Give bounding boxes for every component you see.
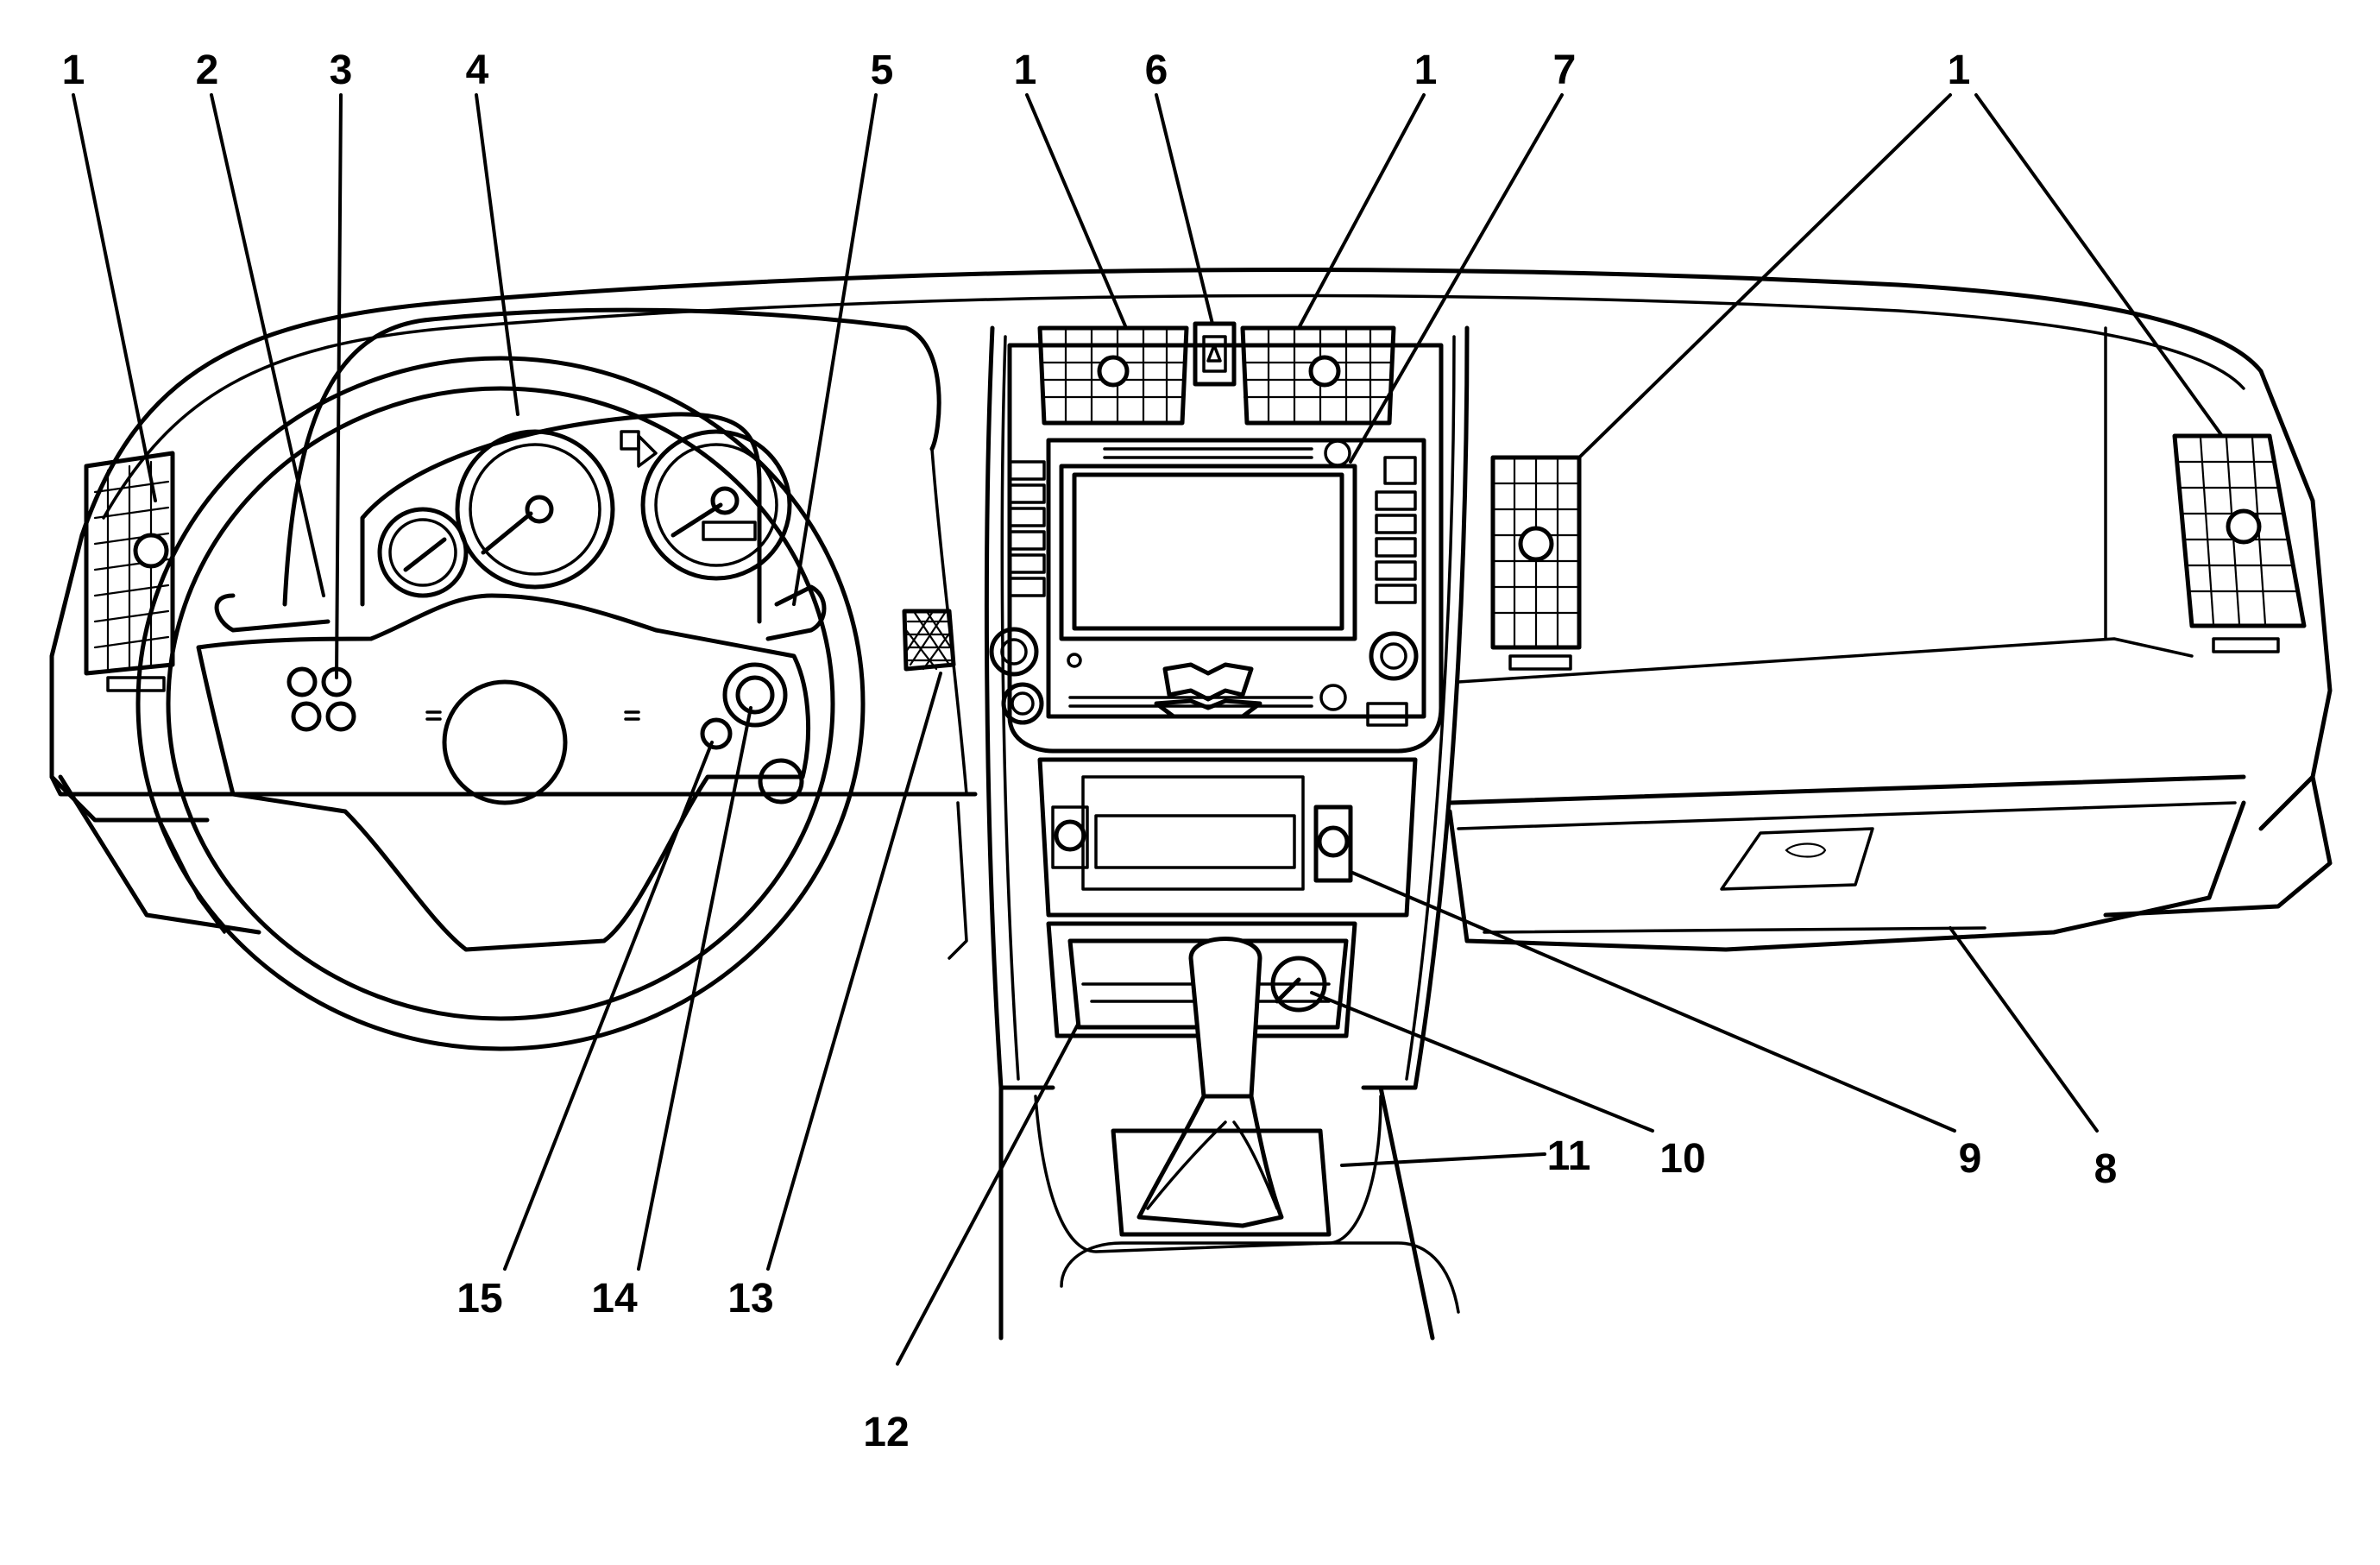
center-stack <box>984 325 1470 1090</box>
traction-control-switch <box>902 609 956 672</box>
shift-lever <box>1136 937 1284 1228</box>
callout-1: 1 <box>62 47 85 93</box>
callout-1: 1 <box>1014 47 1037 93</box>
callout-4: 4 <box>466 47 489 93</box>
callout-5: 5 <box>871 47 894 93</box>
callout-11: 11 <box>1547 1133 1591 1179</box>
callout-1: 1 <box>1414 47 1438 93</box>
radio-right-buttons <box>1369 490 1419 681</box>
air-vent-center-right <box>1240 325 1396 426</box>
air-vent-right-center <box>1490 455 1582 671</box>
radio-left-buttons <box>989 460 1046 725</box>
callout-7: 7 <box>1553 47 1577 93</box>
callout-10: 10 <box>1659 1136 1705 1182</box>
air-vent-right-outer <box>2172 433 2307 653</box>
callout-15: 15 <box>456 1276 502 1322</box>
steering-wheel <box>135 356 866 1051</box>
callout-labels: 1 2 3 4 5 1 6 1 7 1 8 9 10 11 12 13 14 1… <box>62 47 2118 1455</box>
dashboard-outline <box>49 268 2333 960</box>
callout-6: 6 <box>1145 47 1168 93</box>
callout-1: 1 <box>1948 47 1971 93</box>
callout-13: 13 <box>727 1276 773 1322</box>
callout-2: 2 <box>196 47 219 93</box>
center-console <box>998 1085 1460 1341</box>
headlamp-switch <box>1270 956 1327 1013</box>
hazard-switch <box>1193 321 1237 387</box>
callout-3: 3 <box>330 47 353 93</box>
leader-lines <box>72 93 2224 1366</box>
air-vent-center-left <box>1037 325 1189 426</box>
hvac-control-panel <box>1037 757 1418 918</box>
instrument-cluster <box>360 412 792 624</box>
callout-9: 9 <box>1959 1136 1982 1182</box>
callout-8: 8 <box>2094 1146 2118 1192</box>
callout-14: 14 <box>591 1276 638 1322</box>
callout-12: 12 <box>863 1410 909 1455</box>
